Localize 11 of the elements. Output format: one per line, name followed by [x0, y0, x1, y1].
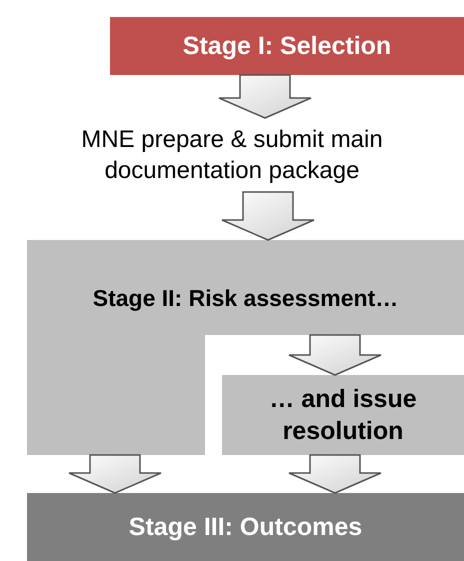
stage-box: … and issue resolution	[222, 375, 464, 455]
stage-box: Stage III: Outcomes	[27, 493, 464, 561]
stage-title: Stage II: Risk assessment…	[92, 284, 398, 313]
block-arrow	[288, 334, 382, 376]
block-arrow	[68, 454, 162, 494]
block-arrow	[221, 191, 315, 241]
stage-panel	[27, 240, 464, 455]
stage-box: Stage I: Selection	[110, 17, 464, 75]
step-text: MNE prepare & submit main documentation package	[0, 118, 464, 192]
block-arrow	[288, 454, 382, 494]
block-arrow	[218, 74, 312, 119]
